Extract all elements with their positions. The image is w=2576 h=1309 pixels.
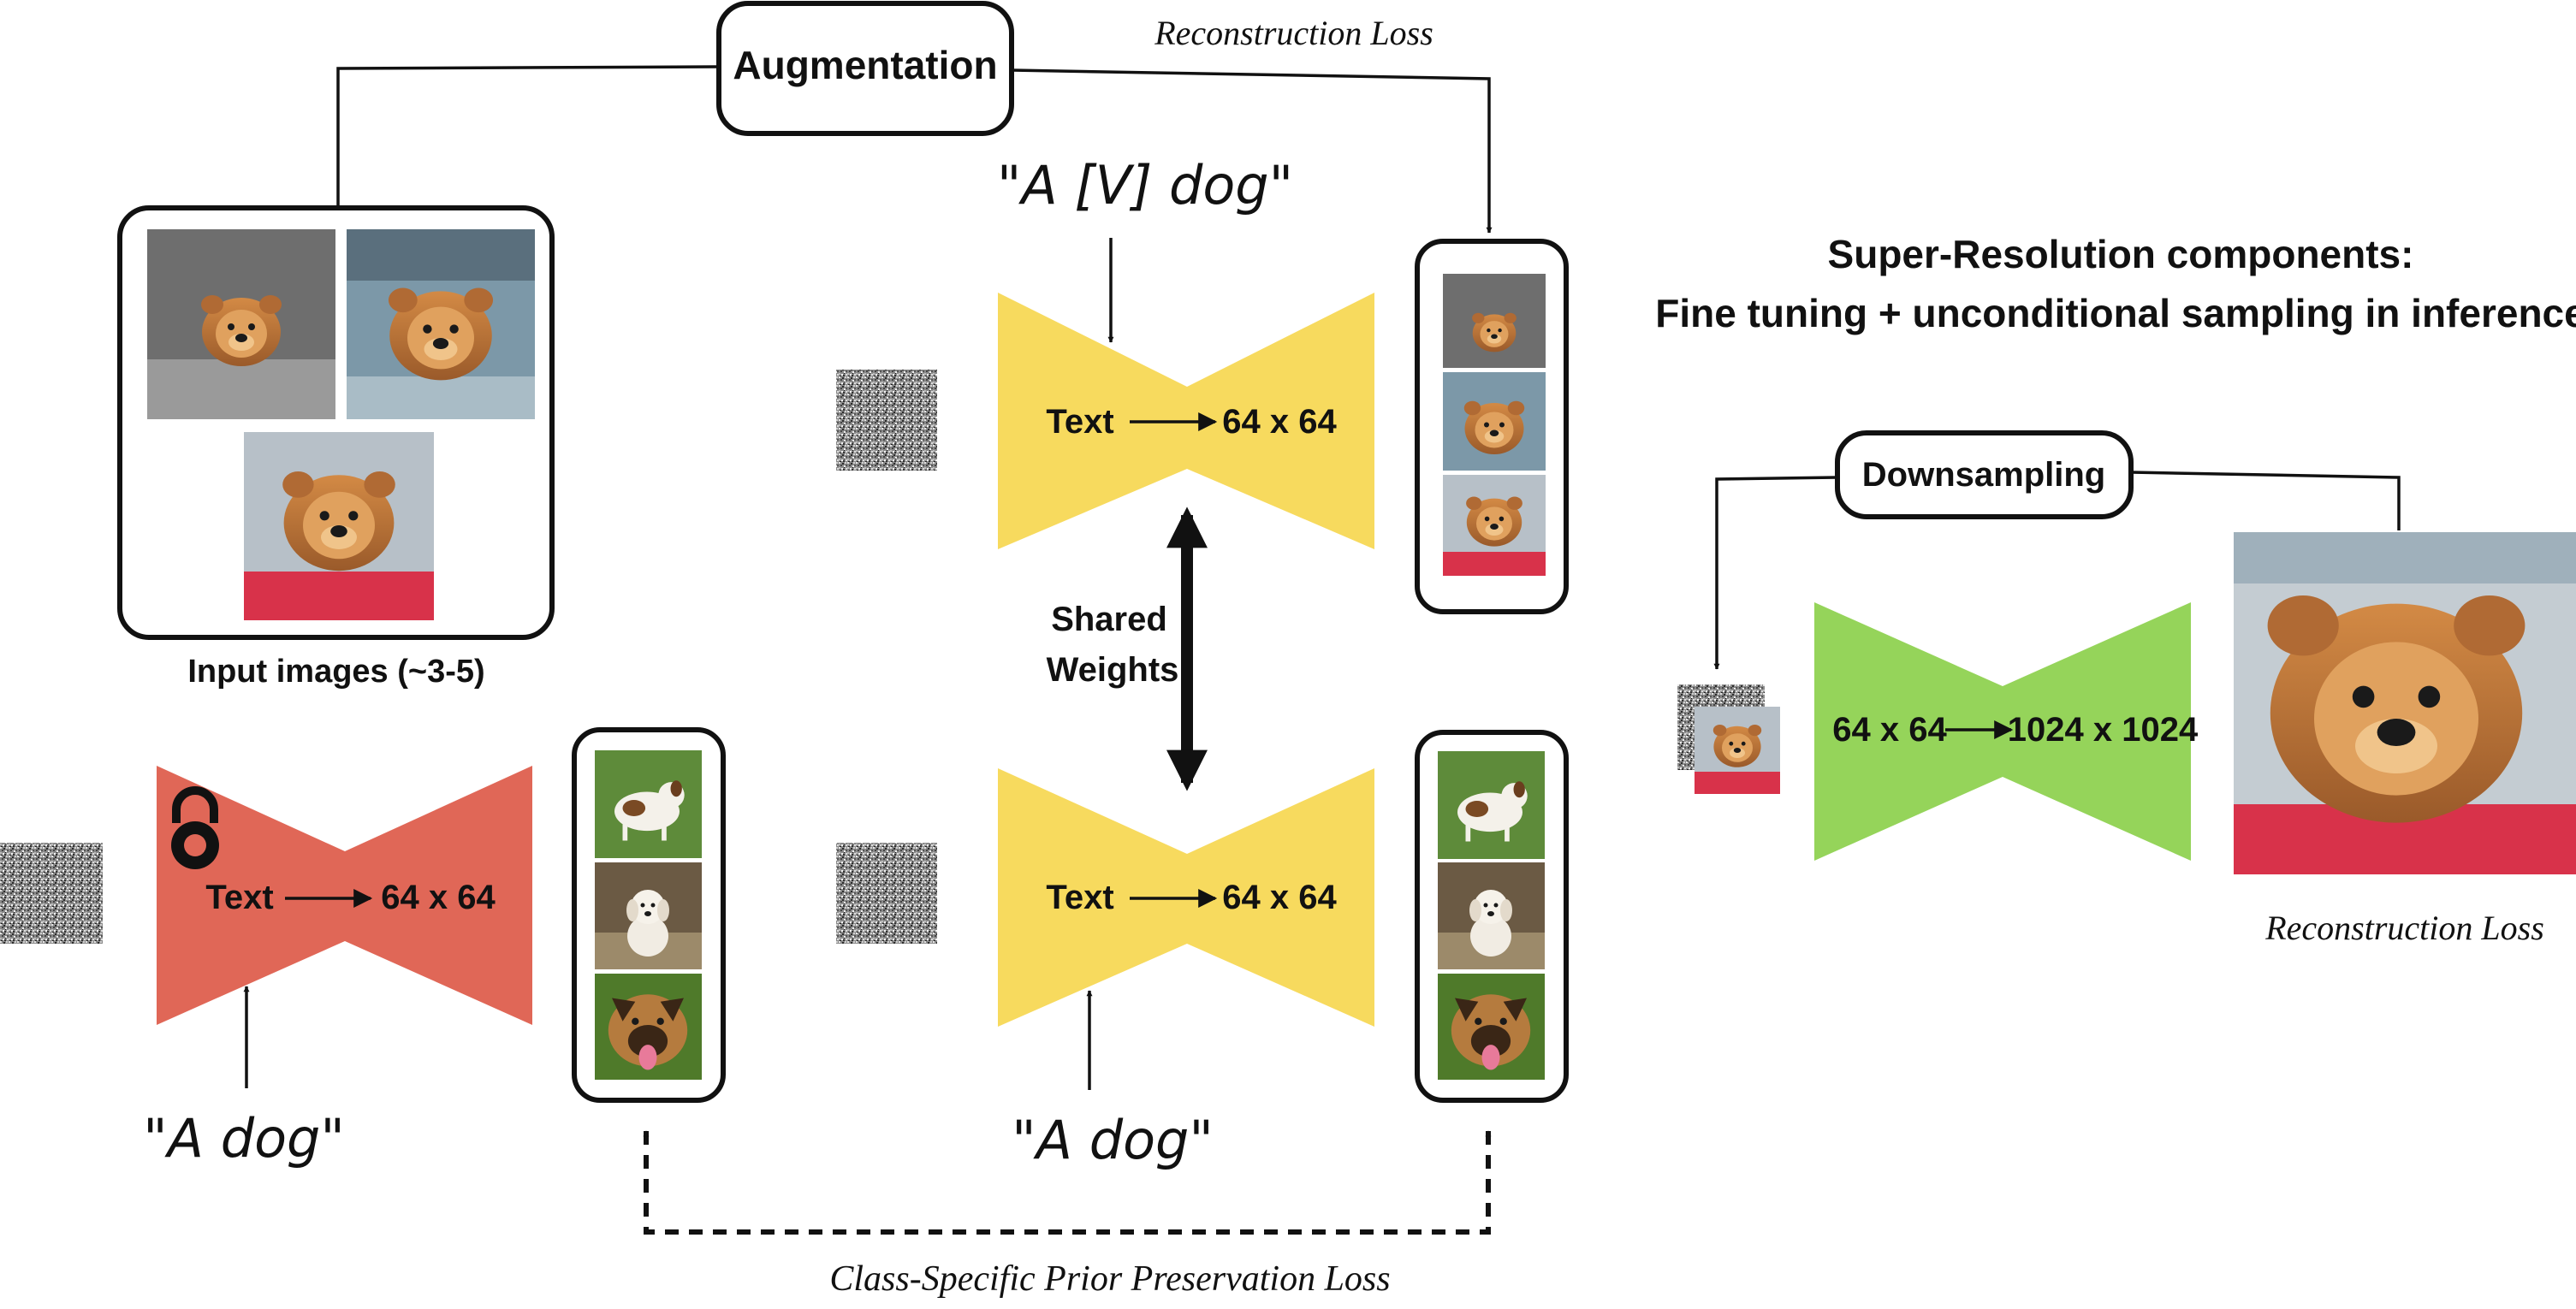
frozen-output-image-2 xyxy=(595,862,702,969)
frozen-output-image-1 xyxy=(595,750,702,858)
input-image-1 xyxy=(147,229,335,419)
class-prior-loss-label: Class-Specific Prior Preservation Loss xyxy=(829,1259,1390,1299)
connector-downsampling-to-lowres xyxy=(1713,476,1838,670)
downsampling-label: Downsampling xyxy=(1862,456,2105,494)
input-image-2 xyxy=(347,229,535,419)
subject-model: Text 64 x 64 xyxy=(998,293,1374,549)
noise-image-subject xyxy=(836,370,937,471)
super-res-model: 64 x 64 1024 x 1024 xyxy=(1814,602,2199,861)
input-images-caption: Input images (~3-5) xyxy=(187,654,484,690)
prompt-subject: "A [V] dog" xyxy=(997,154,1293,216)
prompt-class-center: "A dog" xyxy=(1012,1109,1214,1171)
frozen-output-image-3 xyxy=(595,974,702,1080)
class-model-input: Text xyxy=(1046,879,1113,916)
input-image-3 xyxy=(244,432,434,620)
lowres-input xyxy=(1677,684,1780,794)
lowres-dog-image xyxy=(1695,707,1780,794)
subject-model-output: 64 x 64 xyxy=(1222,403,1337,441)
shared-weights-line2: Weights xyxy=(1047,651,1179,689)
class-output-image-3 xyxy=(1438,974,1545,1080)
prior-preservation-connector xyxy=(643,1130,1492,1235)
frozen-model-input: Text xyxy=(205,879,273,916)
subject-output-image-1 xyxy=(1443,274,1546,368)
class-model: Text 64 x 64 xyxy=(998,768,1374,1027)
connector-input-to-augmentation xyxy=(336,65,720,205)
frozen-model-shape xyxy=(157,766,532,1025)
frozen-model-output: 64 x 64 xyxy=(381,879,496,916)
super-res-model-output: 1024 x 1024 xyxy=(2008,711,2199,749)
connector-augmentation-to-reconstruction xyxy=(1011,68,1493,234)
sr-title-line1: Super-Resolution components: xyxy=(1828,232,2414,276)
input-images-box xyxy=(117,205,555,640)
noise-image-frozen xyxy=(0,843,103,944)
lock-icon xyxy=(171,786,219,869)
prompt-class-left: "A dog" xyxy=(143,1107,345,1170)
subject-model-input: Text xyxy=(1046,403,1113,441)
subject-output-box xyxy=(1415,239,1569,614)
class-output-box xyxy=(1415,730,1569,1103)
class-output-image-1 xyxy=(1438,751,1545,859)
connector-highres-to-downsampling xyxy=(2130,471,2401,530)
subject-output-image-3 xyxy=(1443,475,1546,576)
frozen-output-box xyxy=(572,727,726,1103)
sr-title-line2: Fine tuning + unconditional sampling in … xyxy=(1655,291,2576,335)
shared-weights-line1: Shared xyxy=(1051,601,1167,638)
super-res-model-input: 64 x 64 xyxy=(1832,711,1947,749)
reconstruction-loss-top: Reconstruction Loss xyxy=(1154,14,1433,52)
reconstruction-loss-right: Reconstruction Loss xyxy=(2264,909,2544,947)
augmentation-label: Augmentation xyxy=(733,43,997,87)
class-output-image-2 xyxy=(1438,862,1545,969)
frozen-model: Text 64 x 64 xyxy=(157,766,532,1025)
subject-output-image-2 xyxy=(1443,372,1546,471)
highres-dog-image xyxy=(2234,532,2576,874)
class-model-output: 64 x 64 xyxy=(1222,879,1337,916)
noise-image-class xyxy=(836,843,937,944)
augmentation-box: Augmentation xyxy=(716,1,1014,136)
downsampling-box: Downsampling xyxy=(1835,430,2134,519)
